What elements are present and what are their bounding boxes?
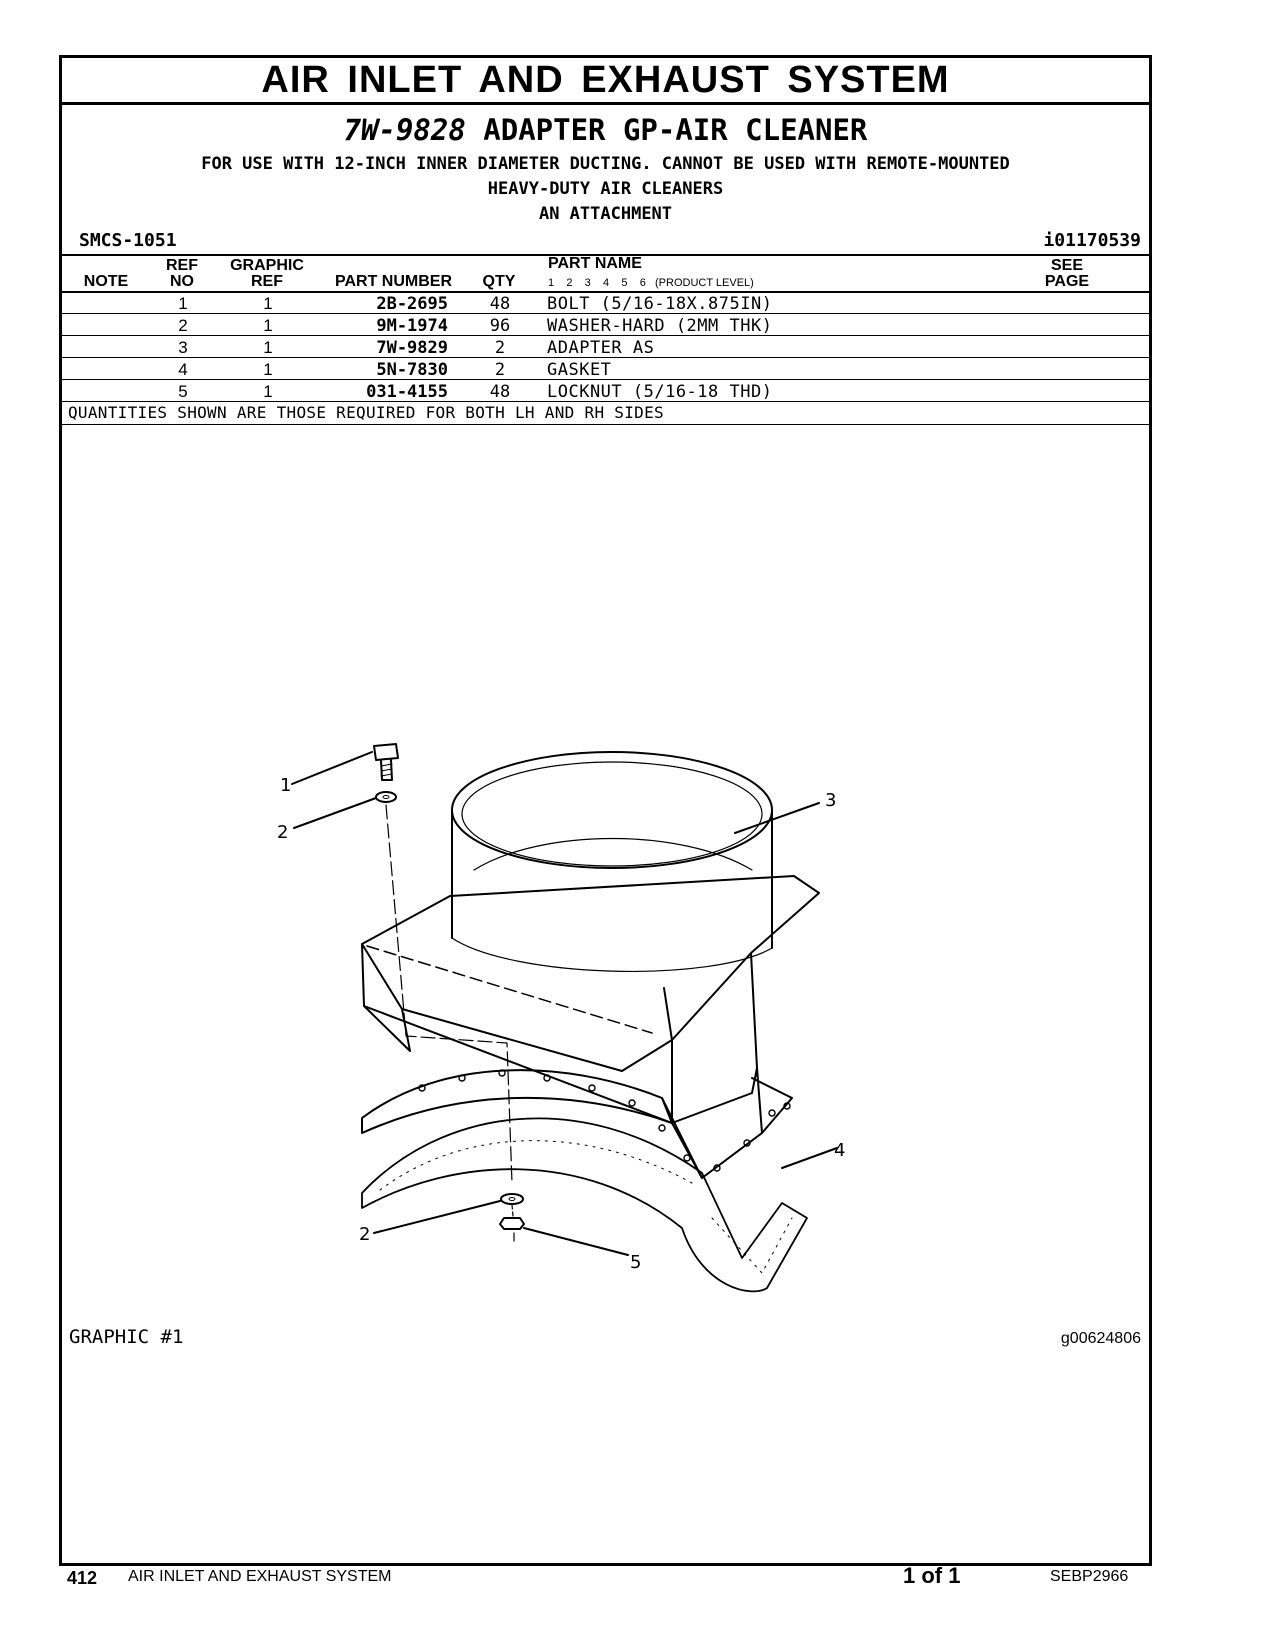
row-qty: 96: [489, 316, 511, 336]
header-note: NOTE: [83, 273, 129, 290]
group-description: FOR USE WITH 12-INCH INNER DIAMETER DUCT…: [62, 152, 1149, 227]
header-part-name: PART NAME: [548, 255, 642, 272]
callout-labels: 1 2 3 4 2 5: [277, 775, 845, 1273]
exploded-view-graphic: 1 2 3 4 2 5: [277, 743, 845, 1293]
bolt-head: [373, 743, 399, 761]
bolt-shank: [380, 759, 393, 781]
row-part-name: WASHER-HARD (2MM THK): [547, 316, 773, 336]
row-graphic-ref: 1: [263, 316, 273, 335]
row-part-number: 031-4155: [366, 382, 448, 402]
row-ref: 4: [178, 360, 188, 379]
row-graphic-ref: 1: [263, 360, 273, 379]
section-title-band: AIR INLET AND EXHAUST SYSTEM: [62, 58, 1149, 105]
header-graphic-top: GRAPHIC: [230, 257, 304, 274]
row-qty: 48: [489, 294, 511, 314]
table-top-rule: [62, 254, 1149, 256]
group-name: ADAPTER GP-AIR CLEANER: [483, 113, 868, 147]
row-graphic-ref: 1: [263, 382, 273, 401]
footer-section: AIR INLET AND EXHAUST SYSTEM: [128, 1568, 392, 1585]
callout-2-bottom: 2: [359, 1224, 370, 1245]
description-line-1: FOR USE WITH 12-INCH INNER DIAMETER DUCT…: [201, 154, 1010, 174]
footer-page-of: 1 of 1: [903, 1563, 961, 1588]
footer-page-number: 412: [67, 1568, 98, 1588]
header-see-bottom: PAGE: [1044, 273, 1090, 290]
header-bottom-rule: [62, 291, 1149, 293]
washer-top: [375, 791, 397, 803]
row-part-number: 7W-9829: [376, 338, 448, 358]
adapter-body: [361, 943, 411, 1052]
washer-bottom: [500, 1193, 524, 1205]
header-graphic-bottom: REF: [251, 273, 283, 290]
header-product-level: 1 2 3 4 5 6 (PRODUCT LEVEL): [548, 277, 754, 289]
row-qty: 2: [494, 360, 506, 380]
callout-3: 3: [825, 790, 836, 811]
row-divider: [62, 357, 1149, 358]
row-part-number: 5N-7830: [376, 360, 448, 380]
header-qty: QTY: [482, 273, 516, 290]
row-ref: 1: [178, 294, 188, 313]
row-part-name: GASKET: [547, 360, 612, 380]
locknut: [499, 1217, 525, 1230]
header-ref-top: REF: [166, 257, 198, 274]
page-frame: AIR INLET AND EXHAUST SYSTEM 7W-9828 ADA…: [59, 55, 1152, 1566]
row-graphic-ref: 1: [263, 294, 273, 313]
row-part-name: LOCKNUT (5/16-18 THD): [547, 382, 773, 402]
callout-5: 5: [630, 1252, 641, 1273]
row-divider: [62, 313, 1149, 314]
row-part-name: ADAPTER AS: [547, 338, 655, 358]
document-id: i01170539: [1043, 230, 1141, 251]
description-line-3: AN ATTACHMENT: [538, 204, 673, 224]
row-divider: [62, 335, 1149, 336]
note-bottom-rule: [62, 424, 1149, 425]
graphic-label: GRAPHIC #1: [69, 1326, 184, 1348]
group-part-number: 7W-9828: [343, 113, 466, 147]
row-ref: 5: [178, 382, 188, 401]
group-title: 7W-9828 ADAPTER GP-AIR CLEANER: [62, 114, 1149, 146]
row-part-name: BOLT (5/16-18X.875IN): [547, 294, 773, 314]
row-graphic-ref: 1: [263, 338, 273, 357]
callout-1: 1: [280, 775, 291, 796]
row-part-number: 9M-1974: [376, 316, 448, 336]
graphic-id: g00624806: [1060, 1330, 1141, 1347]
gasket: [361, 1117, 808, 1293]
callout-2-top: 2: [277, 822, 288, 843]
header-see-top: SEE: [1050, 257, 1083, 274]
row-divider: [62, 379, 1149, 380]
row-ref: 2: [178, 316, 188, 335]
callout-4: 4: [834, 1140, 845, 1161]
footer-doc-number: SEBP2966: [1050, 1568, 1129, 1585]
row-ref: 3: [178, 338, 188, 357]
row-divider: [62, 401, 1149, 402]
description-line-2: HEAVY-DUTY AIR CLEANERS: [487, 179, 724, 199]
header-ref-bottom: NO: [170, 273, 194, 290]
row-qty: 2: [494, 338, 506, 358]
quantities-note: QUANTITIES SHOWN ARE THOSE REQUIRED FOR …: [68, 403, 664, 422]
adapter-collar-top: [451, 751, 773, 869]
header-part-number: PART NUMBER: [334, 273, 452, 290]
row-part-number: 2B-2695: [376, 294, 448, 314]
row-qty: 48: [489, 382, 511, 402]
section-title: AIR INLET AND EXHAUST SYSTEM: [261, 59, 950, 101]
smcs-code: SMCS-1051: [79, 230, 177, 251]
